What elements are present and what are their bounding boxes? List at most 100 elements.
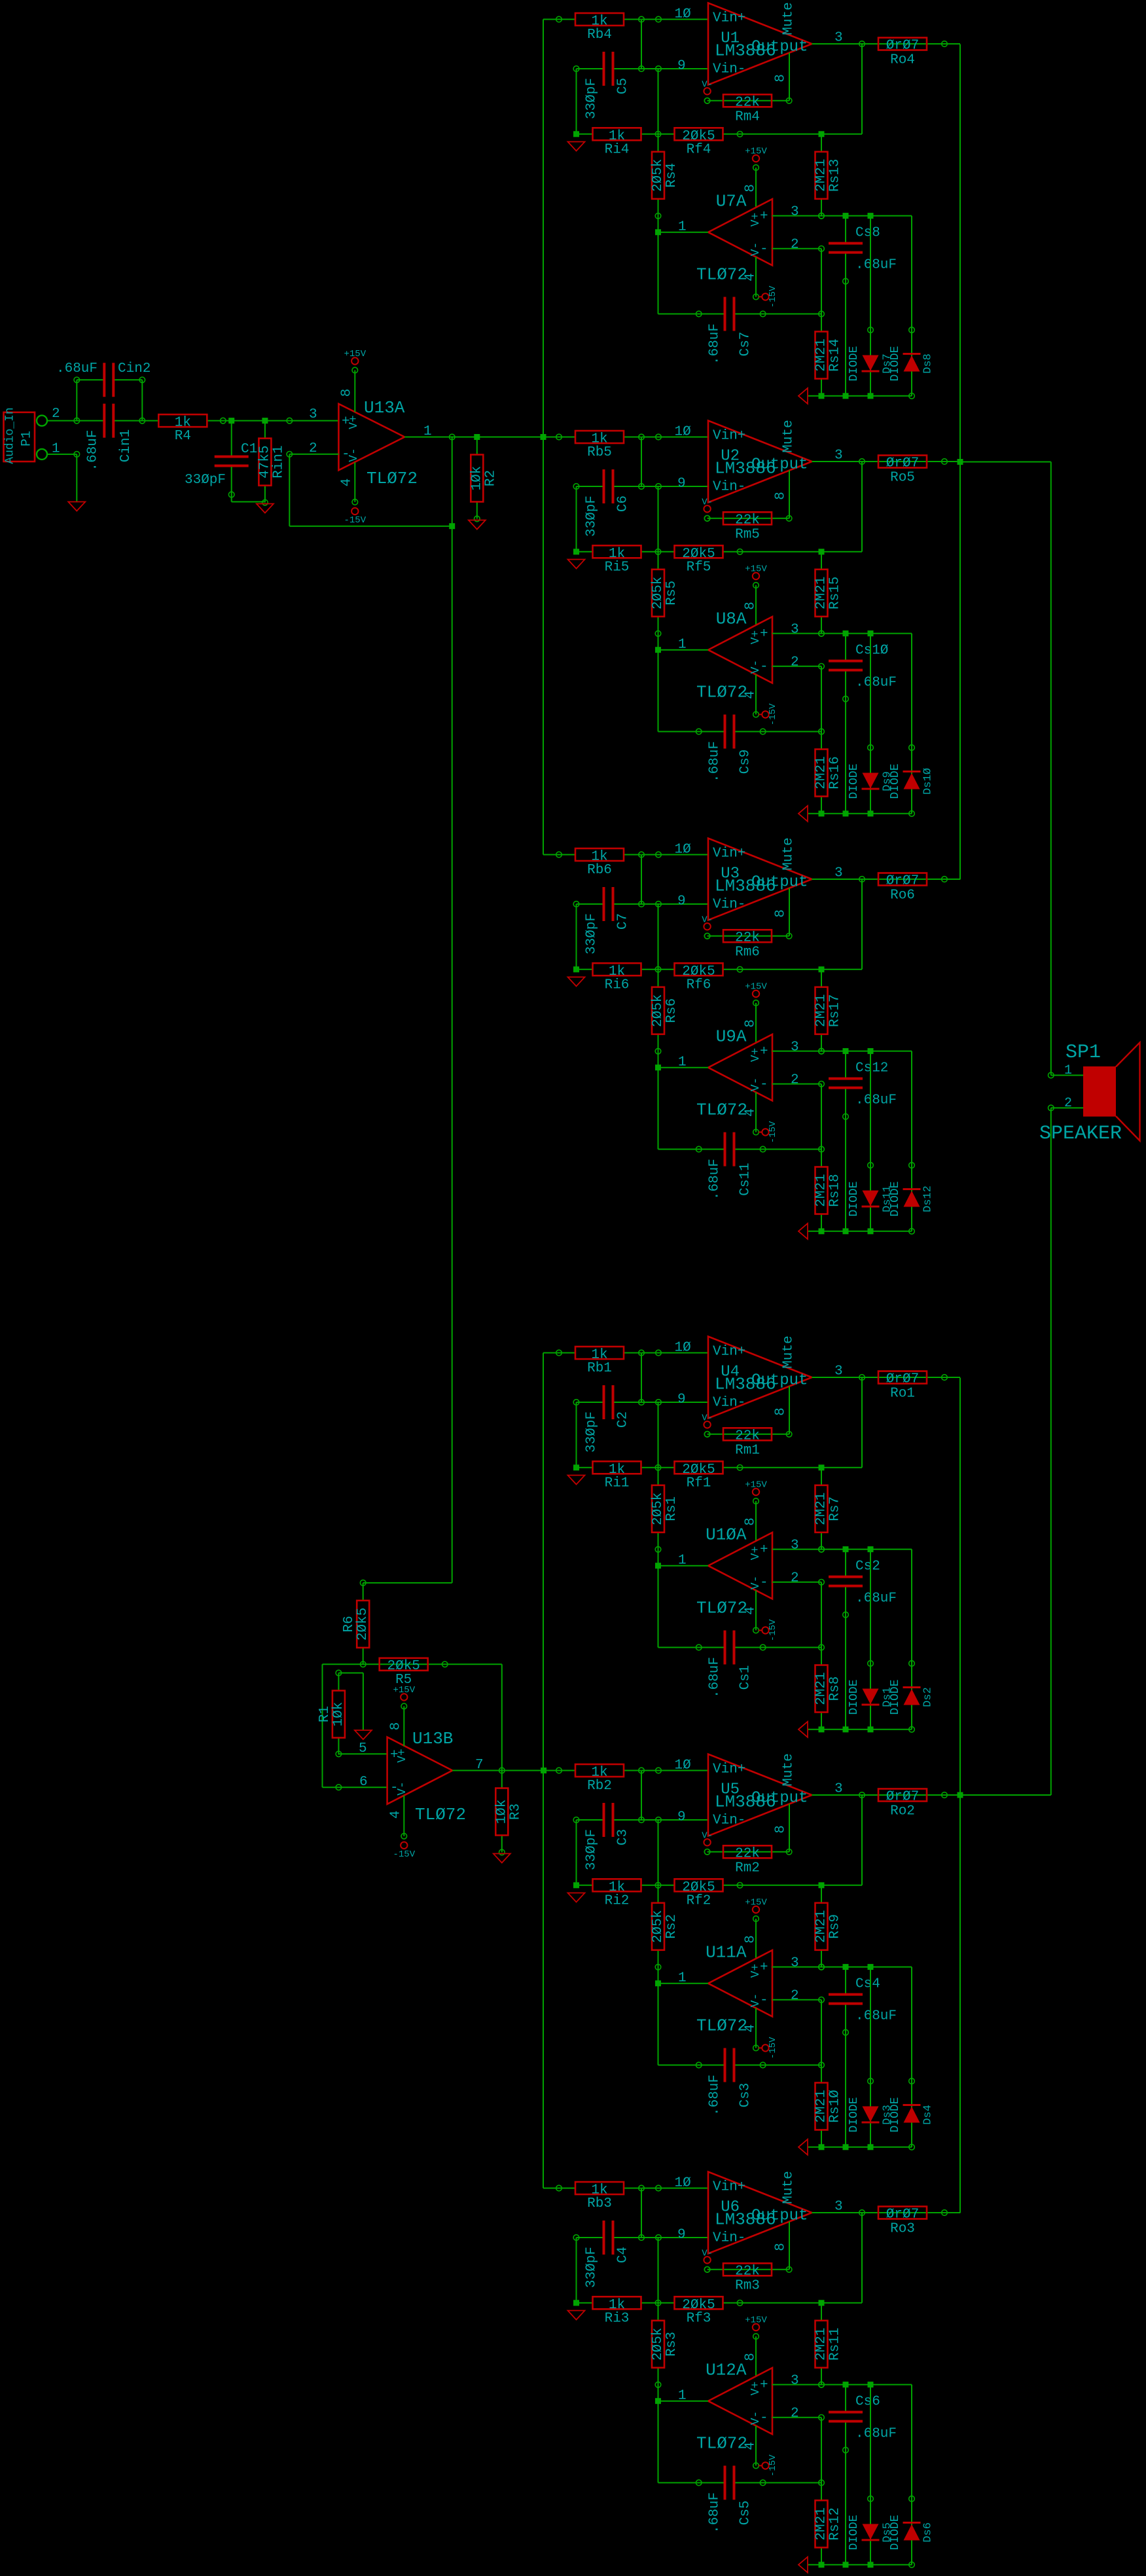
svg-text:8: 8	[743, 602, 759, 610]
svg-text:-15V: -15V	[768, 2037, 778, 2059]
svg-text:2Ø5k: 2Ø5k	[651, 2328, 666, 2361]
svg-text:9: 9	[677, 59, 686, 74]
svg-text:U9A: U9A	[716, 1027, 747, 1047]
svg-text:4: 4	[743, 1108, 759, 1117]
svg-text:U5: U5	[721, 1781, 740, 1799]
svg-text:2Ø5k: 2Ø5k	[651, 1910, 666, 1943]
svg-text:Rf2: Rf2	[687, 1893, 711, 1908]
svg-text:4: 4	[743, 691, 759, 699]
svg-text:DIODE: DIODE	[889, 2097, 902, 2132]
svg-text:Vin-: Vin-	[713, 898, 745, 913]
svg-text:C5: C5	[616, 78, 631, 94]
svg-text:1k: 1k	[591, 1348, 607, 1363]
svg-text:2M21: 2M21	[814, 1174, 829, 1206]
svg-text:U6: U6	[721, 2199, 740, 2217]
svg-text:Cin2: Cin2	[118, 361, 151, 376]
svg-text:8: 8	[774, 492, 789, 500]
svg-text:Output: Output	[751, 2207, 808, 2225]
svg-text:9: 9	[677, 894, 686, 909]
svg-text:TLØ72: TLØ72	[696, 265, 747, 285]
svg-text:Cs1: Cs1	[738, 1665, 753, 1690]
svg-text:Vin+: Vin+	[713, 429, 745, 444]
svg-text:C2: C2	[616, 1411, 631, 1428]
svg-text:-15V: -15V	[393, 1849, 415, 1860]
svg-text:U12A: U12A	[706, 2361, 747, 2380]
svg-text:Cs9: Cs9	[738, 750, 753, 774]
svg-text:Ri5: Ri5	[605, 560, 630, 575]
svg-text:Ds1: Ds1	[882, 1687, 894, 1707]
svg-text:2Øk5: 2Øk5	[682, 2298, 715, 2313]
svg-text:33ØpF: 33ØpF	[584, 78, 600, 119]
svg-text:+15V: +15V	[745, 1898, 767, 1908]
svg-text:ØrØ7: ØrØ7	[886, 1790, 919, 1805]
svg-text:.68uF: .68uF	[855, 2009, 897, 2024]
svg-text:TLØ72: TLØ72	[696, 683, 747, 702]
svg-text:1k: 1k	[175, 416, 191, 431]
svg-text:Rs8: Rs8	[828, 1677, 843, 1701]
svg-text:.68uF: .68uF	[855, 2427, 897, 2442]
svg-text:1: 1	[678, 1055, 687, 1070]
svg-text:.68uF: .68uF	[707, 323, 723, 365]
svg-text:3: 3	[309, 407, 317, 422]
svg-text:6: 6	[359, 1775, 368, 1790]
svg-text:V+: V+	[749, 1048, 762, 1062]
svg-text:22k: 22k	[735, 1429, 760, 1444]
svg-text:3: 3	[834, 1364, 843, 1379]
svg-text:Rs15: Rs15	[828, 577, 843, 609]
svg-text:DIODE: DIODE	[848, 1181, 861, 1216]
svg-text:SP1: SP1	[1065, 1042, 1101, 1064]
svg-text:-: -	[760, 2411, 768, 2426]
svg-text:Cin1: Cin1	[118, 429, 134, 462]
svg-text:.68uF: .68uF	[855, 676, 897, 691]
svg-text:Rb4: Rb4	[587, 27, 612, 43]
svg-text:Rs11: Rs11	[828, 2328, 843, 2361]
svg-text:2: 2	[791, 1989, 799, 2004]
svg-text:2M21: 2M21	[814, 1493, 829, 1525]
svg-text:3: 3	[834, 31, 843, 46]
svg-text:22k: 22k	[735, 931, 760, 946]
svg-text:2: 2	[791, 238, 799, 253]
svg-text:-15V: -15V	[768, 2454, 778, 2476]
svg-text:8: 8	[743, 2353, 759, 2361]
svg-text:2Ø5k: 2Ø5k	[651, 1493, 666, 1525]
svg-text:2M21: 2M21	[814, 2090, 829, 2122]
svg-text:U8A: U8A	[716, 609, 747, 629]
svg-text:V+: V+	[749, 1546, 762, 1561]
svg-text:2Øk5: 2Øk5	[682, 1880, 715, 1895]
svg-text:V+: V+	[749, 2382, 762, 2396]
svg-text:8: 8	[743, 1019, 759, 1028]
svg-text:.68uF: .68uF	[855, 1591, 897, 1606]
svg-text:Vin+: Vin+	[713, 11, 745, 26]
svg-text:1: 1	[678, 2389, 687, 2404]
svg-text:DIODE: DIODE	[889, 1181, 902, 1216]
svg-text:8: 8	[389, 1722, 404, 1731]
svg-text:Rm3: Rm3	[735, 2279, 760, 2294]
svg-text:C1: C1	[241, 442, 257, 457]
svg-text:DIODE: DIODE	[848, 346, 861, 381]
svg-text:Vin-: Vin-	[713, 62, 745, 77]
svg-text:8: 8	[774, 74, 789, 82]
svg-text:C3: C3	[616, 1829, 631, 1845]
svg-text:Rf6: Rf6	[687, 977, 711, 992]
svg-text:+: +	[760, 2378, 768, 2393]
svg-text:Rb2: Rb2	[587, 1779, 612, 1794]
svg-text:5: 5	[359, 1741, 367, 1756]
svg-text:.68uF: .68uF	[707, 1657, 723, 1698]
svg-text:2M21: 2M21	[814, 338, 829, 371]
svg-text:Cs8: Cs8	[855, 226, 880, 241]
svg-text:-: -	[760, 1078, 768, 1093]
svg-text:R5: R5	[395, 1673, 412, 1688]
svg-text:9: 9	[677, 1392, 686, 1407]
svg-text:Rm1: Rm1	[735, 1443, 760, 1459]
svg-text:Rs5: Rs5	[664, 581, 679, 606]
svg-text:LM3886: LM3886	[715, 877, 776, 896]
svg-text:2M21: 2M21	[814, 1672, 829, 1705]
svg-text:V+: V+	[348, 415, 361, 429]
svg-text:Mute: Mute	[781, 2171, 797, 2204]
svg-text:Ri2: Ri2	[605, 1893, 630, 1908]
svg-text:Output: Output	[751, 1372, 808, 1390]
svg-text:1Ø: 1Ø	[675, 2176, 691, 2191]
svg-text:Rs2: Rs2	[664, 1914, 679, 1939]
svg-text:Rm4: Rm4	[735, 110, 760, 125]
svg-text:+: +	[760, 1045, 768, 1060]
